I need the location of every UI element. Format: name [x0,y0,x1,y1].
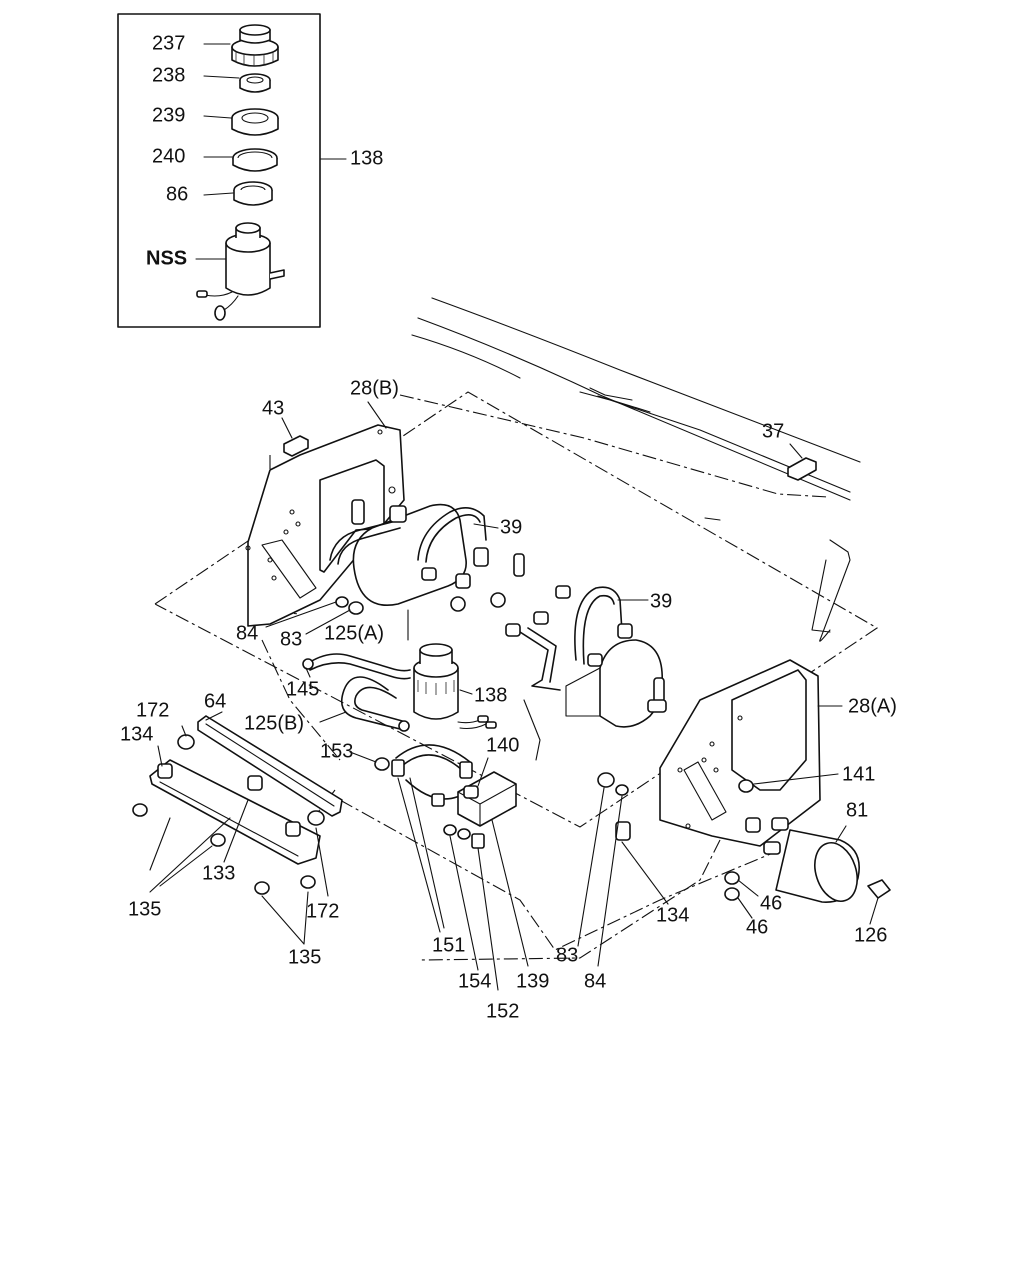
reservoir-nss [196,222,285,321]
label-141: 141 [842,763,875,785]
label-152: 152 [486,1000,519,1022]
label-28a: 28(A) [848,695,897,717]
label-125b: 125(B) [244,712,304,734]
label-240: 240 [152,145,185,167]
leader-lines [149,401,879,991]
label-151: 151 [432,934,465,956]
bracket-140 [431,771,517,827]
label-46-lower: 46 [746,916,768,938]
cab-edge-line-2 [417,317,851,501]
fitting-126 [867,879,891,899]
label-86: 86 [166,183,188,205]
nut-83-left [348,601,364,615]
label-135-left: 135 [128,898,161,920]
nut-46-a [724,871,740,885]
label-84-left: 84 [236,622,258,644]
label-126: 126 [854,924,887,946]
label-133: 133 [202,862,235,884]
left-tank [352,503,467,606]
label-238: 238 [152,64,185,86]
washer-84-left [335,596,349,608]
label-64: 64 [204,690,226,712]
pipe-39-right [574,586,623,661]
nut-172-upper [177,734,195,750]
hose-125a [309,653,411,672]
label-154: 154 [458,970,491,992]
nut-135-d [300,875,316,889]
bracket-28a [659,659,821,847]
seal-part-240 [232,148,278,172]
label-138-inset: 138 [350,147,383,169]
pipe-39-upper [417,507,487,561]
washer-154 [443,824,457,836]
nut-83-right [597,772,615,788]
washer-84-right [615,784,629,796]
label-139: 139 [516,970,549,992]
label-39-upper: 39 [500,516,522,538]
label-134-right: 134 [656,904,689,926]
label-39-right: 39 [650,590,672,612]
label-nss: NSS [146,247,187,269]
cap-part-237 [231,24,279,67]
ring-part-238 [239,73,271,93]
bolt-139 [471,833,485,849]
clamp-151 [391,744,473,800]
right-tank [565,639,664,728]
nut-153 [374,757,390,771]
bracket-64 [197,715,343,817]
label-145: 145 [286,678,319,700]
nut-135-c [254,881,270,895]
fittings [351,499,667,713]
label-138-main: 138 [474,684,507,706]
cab-edge-line-1 [431,297,861,463]
ring-part-86 [233,181,273,206]
nut-135-a [132,803,148,817]
label-37: 37 [762,420,784,442]
nut-172-lower [307,810,325,826]
label-83-right: 83 [556,944,578,966]
label-81: 81 [846,799,868,821]
label-237: 237 [152,32,185,54]
label-172-lower: 172 [306,900,339,922]
bolt-37 [787,457,817,481]
label-239: 239 [152,104,185,126]
bolt-134-right [615,821,631,841]
bolt-134-left [157,763,173,779]
label-84-right: 84 [584,970,606,992]
label-135-lower: 135 [288,946,321,968]
reservoir-inset: 237 238 239 240 86 NSS 138 [117,13,383,328]
ring-part-239 [231,108,279,136]
label-153: 153 [320,740,353,762]
label-46-upper: 46 [760,892,782,914]
label-172-upper: 172 [136,699,169,721]
label-125a: 125(A) [324,622,384,644]
inset-frame [117,13,321,328]
nut-135-b [210,833,226,847]
main-assembly: 28(B) 43 37 39 39 84 83 125(A) 145 138 1… [120,297,897,1022]
label-134-left: 134 [120,723,153,745]
reservoir-138 [413,643,497,730]
label-43: 43 [262,397,284,419]
hose-125b [340,676,405,731]
tank-81 [745,817,860,903]
label-83-left: 83 [280,628,302,650]
bolt-43 [283,435,309,457]
nut-141 [738,779,754,793]
label-28b: 28(B) [350,377,399,399]
nut-46-b [724,887,740,901]
label-140: 140 [486,734,519,756]
